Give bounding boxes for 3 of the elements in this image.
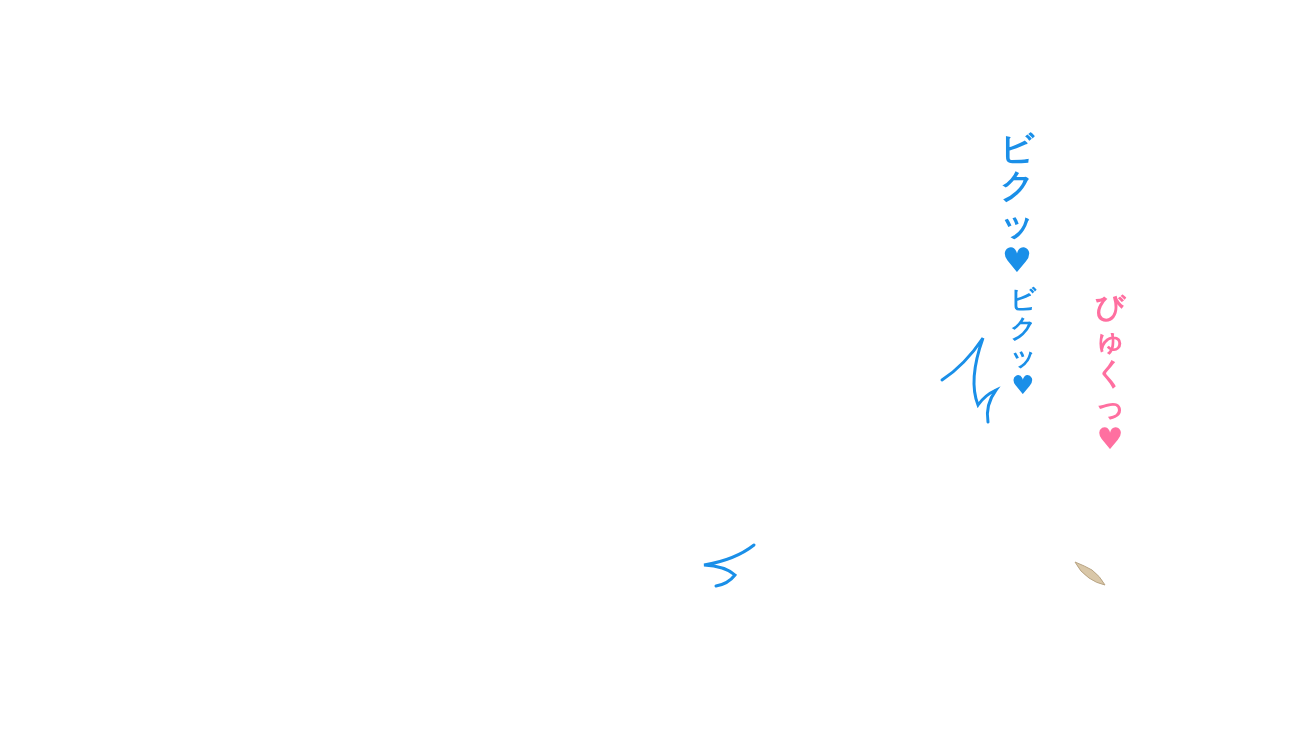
sound-effect-text: ビクッ♥ (1000, 130, 1034, 280)
sound-effect-text: ビクッ♥ (1010, 285, 1036, 400)
sound-effect-text: びゅくっ♥ (1095, 290, 1125, 455)
